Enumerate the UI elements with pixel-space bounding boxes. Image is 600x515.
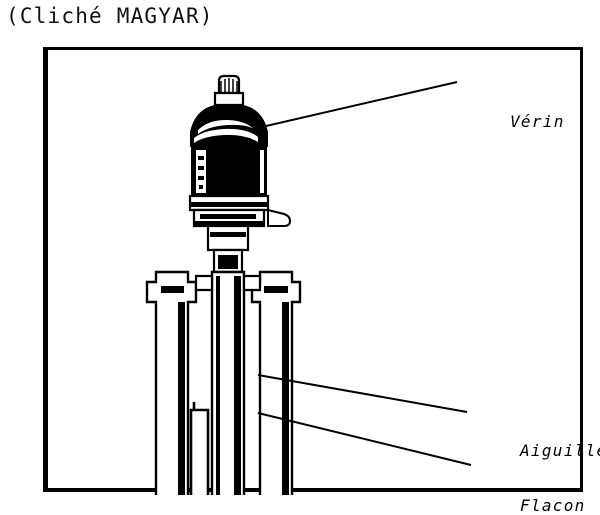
verin-body-detail-marks [198, 156, 204, 189]
guide-columns-upper [145, 270, 302, 495]
verin-body-highlight [196, 150, 264, 193]
verin-assembly [188, 74, 292, 274]
leader-line-verin [252, 81, 458, 130]
guide-column-right-shading [264, 286, 289, 495]
label-flacon: Flacon [520, 496, 586, 515]
leader-line-aiguilles [257, 374, 468, 413]
leader-line-flacon [257, 412, 472, 466]
figure-frame: Vérin Aiguilles Flacon [43, 47, 600, 515]
label-aiguilles: Aiguilles [520, 441, 600, 460]
technical-drawing-injector [145, 74, 472, 495]
figure-canvas: Vérin Aiguilles Flacon [48, 50, 600, 515]
drawing-ink [145, 74, 302, 495]
verin-dome-highlight [194, 120, 258, 143]
column-cross-brace [194, 274, 262, 292]
verin-side-lug [267, 208, 292, 227]
verin-collar-shading [190, 202, 268, 225]
leader-lines [252, 81, 472, 466]
piston-rod-shading [216, 276, 241, 495]
guide-column-right [250, 270, 302, 495]
guide-column-left [145, 270, 198, 495]
rear-vertical-bar [189, 408, 210, 495]
guide-column-left-shading [161, 286, 185, 495]
verin-stem-shading [210, 232, 246, 269]
verin-top-cap [217, 74, 241, 95]
verin-neck [213, 91, 245, 107]
figure-caption: (Cliché MAGYAR) [6, 4, 214, 28]
label-verin: Vérin [510, 112, 565, 131]
